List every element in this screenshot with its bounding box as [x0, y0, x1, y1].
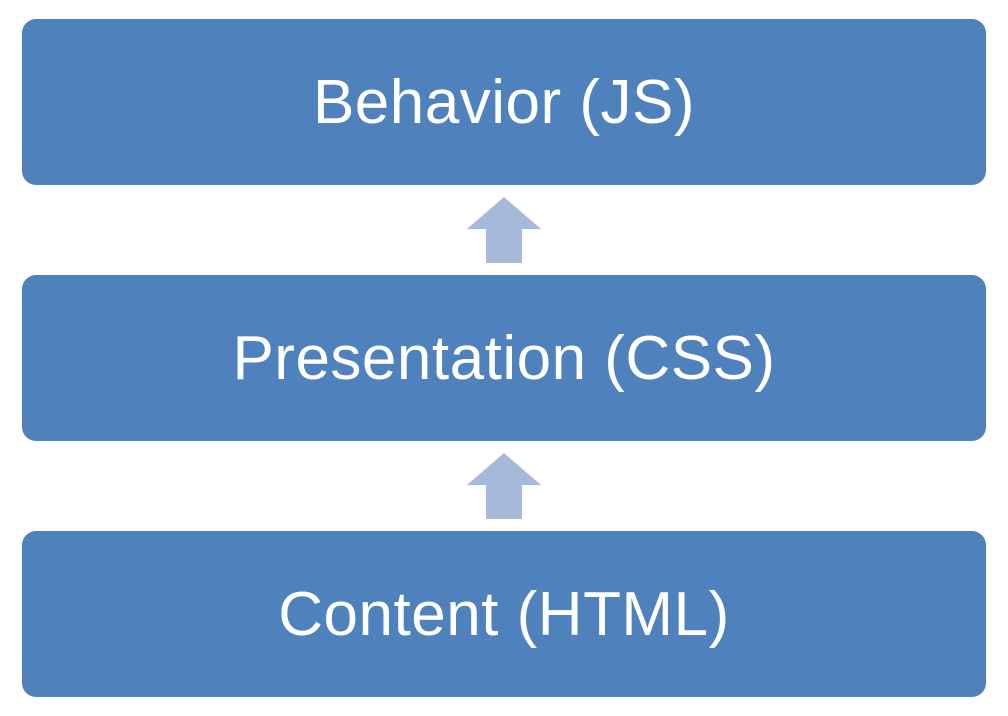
layer-box-content: Content (HTML)	[22, 531, 986, 697]
arrow-up-icon	[467, 197, 541, 263]
layer-label-content: Content (HTML)	[278, 579, 730, 649]
layer-label-behavior: Behavior (JS)	[312, 67, 696, 137]
arrow-up-icon-shape	[467, 453, 541, 519]
arrow-up-icon	[467, 453, 541, 519]
arrow-up-icon-shape	[467, 197, 541, 263]
layer-label-presentation: Presentation (CSS)	[232, 323, 776, 393]
layer-box-presentation: Presentation (CSS)	[22, 275, 986, 441]
layer-box-behavior: Behavior (JS)	[22, 19, 986, 185]
